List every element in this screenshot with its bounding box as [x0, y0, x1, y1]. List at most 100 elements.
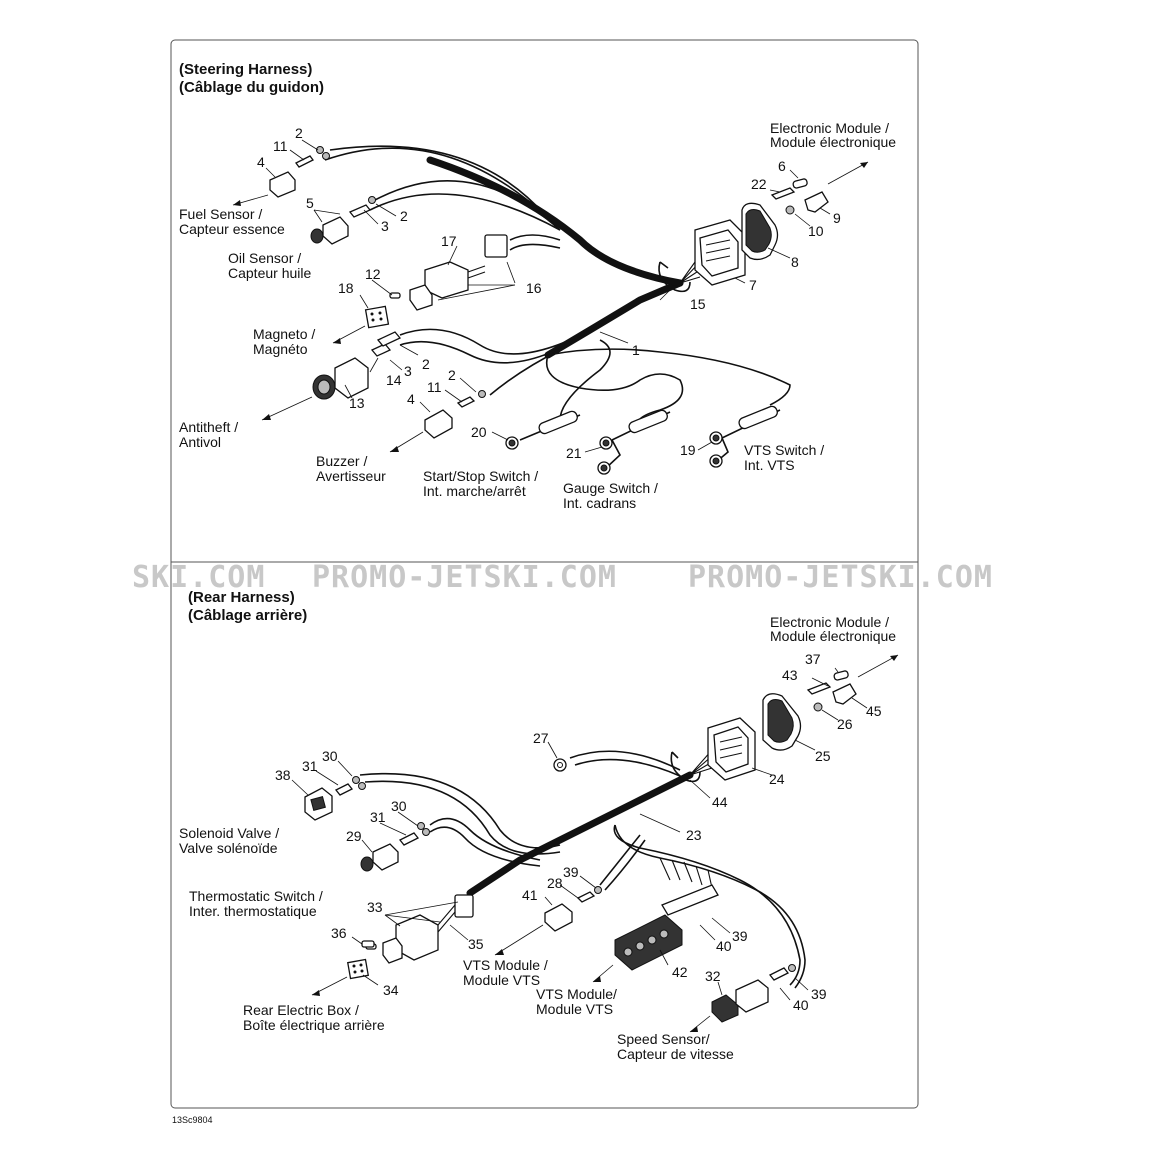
label-vts-switch-fr: Int. VTS: [744, 457, 795, 473]
wire-to-vts-module: [599, 834, 641, 886]
rear-leader-lines: [291, 667, 868, 1001]
label-speed-sensor-en: Speed Sensor/: [617, 1031, 710, 1047]
rear-labels: Electronic Module / Module électronique …: [179, 614, 896, 1062]
callout: 3: [404, 363, 412, 379]
pin-36: [361, 940, 375, 948]
antitheft-connector: [261, 331, 402, 421]
steering-module-connector: [679, 219, 746, 286]
gauge-switch: [597, 409, 671, 475]
callout: 17: [441, 233, 457, 249]
label-vts-module2-en: VTS Module/: [536, 986, 617, 1002]
label-magneto-fr: Magnéto: [253, 341, 308, 357]
rear-connector-seal: [762, 693, 802, 751]
oil-sensor-connector: [310, 196, 376, 245]
label-oil-sensor-fr: Capteur huile: [228, 265, 311, 281]
wire-to-vts-switch: [547, 348, 791, 406]
wire-to-solenoid: [359, 772, 561, 849]
thermostatic-connector: [360, 822, 430, 872]
label-thermostatic-fr: Inter. thermostatique: [189, 903, 317, 919]
callout: 37: [805, 651, 821, 667]
wire-to-connector-16b: [509, 243, 561, 251]
label-electronic-module-en: Electronic Module /: [770, 120, 889, 136]
label-solenoid-en: Solenoid Valve /: [179, 825, 279, 841]
rear-harness-section: (Rear Harness) (Câblage arrière): [179, 588, 899, 1062]
label-buzzer-en: Buzzer /: [316, 453, 367, 469]
callout: 14: [386, 372, 402, 388]
callout: 22: [751, 176, 767, 192]
callout: 9: [833, 210, 841, 226]
wire-to-solenoid-2: [364, 780, 561, 855]
vts-module-connector-41: [494, 886, 602, 956]
wire-to-oil-sensor: [374, 180, 561, 231]
callout: 32: [705, 968, 721, 984]
label-rear-box-fr: Boîte électrique arrière: [243, 1017, 385, 1033]
callout: 42: [672, 964, 688, 980]
callout: 33: [367, 899, 383, 915]
start-stop-switch: [505, 410, 581, 450]
callout: 10: [808, 223, 824, 239]
callout: 43: [782, 667, 798, 683]
rear-module-connector: [689, 717, 756, 781]
svg-text:PROMO-JETSKI.COM: PROMO-JETSKI.COM: [312, 560, 617, 595]
label-antitheft-fr: Antivol: [179, 434, 221, 450]
callout: 41: [522, 887, 538, 903]
callout: 2: [422, 356, 430, 372]
label-speed-sensor-fr: Capteur de vitesse: [617, 1046, 734, 1062]
steering-connector-seal: [741, 202, 779, 261]
wires-to-42-pins: [659, 857, 713, 889]
callout: 1: [632, 342, 640, 358]
label-thermostatic-en: Thermostatic Switch /: [189, 888, 323, 904]
steering-title-fr: (Câblage du guidon): [179, 79, 324, 96]
label-rear-electronic-module-en: Electronic Module /: [770, 614, 889, 630]
label-vts-module2-fr: Module VTS: [536, 1001, 613, 1017]
callout: 24: [769, 771, 785, 787]
label-oil-sensor-en: Oil Sensor /: [228, 250, 301, 266]
wire-to-vts-module-2: [604, 839, 646, 891]
rear-callouts: 30 31 38 30 31 29 27 44 23 24 25 26 45 4…: [275, 651, 882, 1013]
steering-labels: Electronic Module / Module électronique …: [179, 120, 896, 511]
callout: 27: [533, 730, 549, 746]
callout: 11: [427, 379, 442, 395]
callout: 11: [273, 138, 288, 154]
callout: 4: [257, 154, 265, 170]
wire-to-magneto-2: [399, 324, 601, 364]
steering-upper-bundle: [426, 156, 684, 287]
wire-loop-gauge: [545, 354, 684, 431]
steering-main-bundle: [544, 279, 684, 359]
rear-title-en: (Rear Harness): [188, 589, 295, 606]
label-vts-module1-fr: Module VTS: [463, 972, 540, 988]
label-buzzer-fr: Avertisseur: [316, 468, 386, 484]
wire-to-fuel-sensor-2: [324, 147, 546, 216]
callout: 19: [680, 442, 696, 458]
rear-box-plug: [311, 958, 370, 996]
rear-main-bundle: [466, 771, 694, 897]
callout: 13: [349, 395, 365, 411]
label-vts-switch-en: VTS Switch /: [744, 442, 824, 458]
figure-code: 13Sc9804: [172, 1115, 213, 1125]
callout: 39: [732, 928, 748, 944]
callout: 7: [749, 277, 757, 293]
wire-to-start-stop: [559, 339, 611, 421]
ring-terminal: [553, 758, 567, 772]
wire-to-terminal-27: [569, 750, 681, 771]
callout: 38: [275, 767, 291, 783]
callout: 35: [468, 936, 484, 952]
callout: 30: [322, 748, 338, 764]
callout: 34: [383, 982, 399, 998]
callout: 28: [547, 875, 563, 891]
diagram-frame: [170, 39, 919, 1109]
callout: 8: [791, 254, 799, 270]
callout: 25: [815, 748, 831, 764]
wire-to-thermostatic: [429, 817, 541, 861]
callout: 44: [712, 794, 728, 810]
callout: 40: [716, 938, 732, 954]
rear-cable-tie: [670, 751, 701, 783]
speed-sensor-connector: [689, 964, 796, 1033]
callout: 2: [448, 367, 456, 383]
wire-to-magneto: [399, 324, 601, 355]
steering-callouts: 2 11 4 5 2 3 17 16 12 18 15 1 7 8 6 22 9…: [257, 125, 841, 461]
callout: 39: [563, 864, 579, 880]
label-magneto-en: Magneto /: [253, 326, 315, 342]
wire-to-fuel-sensor: [329, 145, 546, 216]
callout: 5: [306, 195, 314, 211]
